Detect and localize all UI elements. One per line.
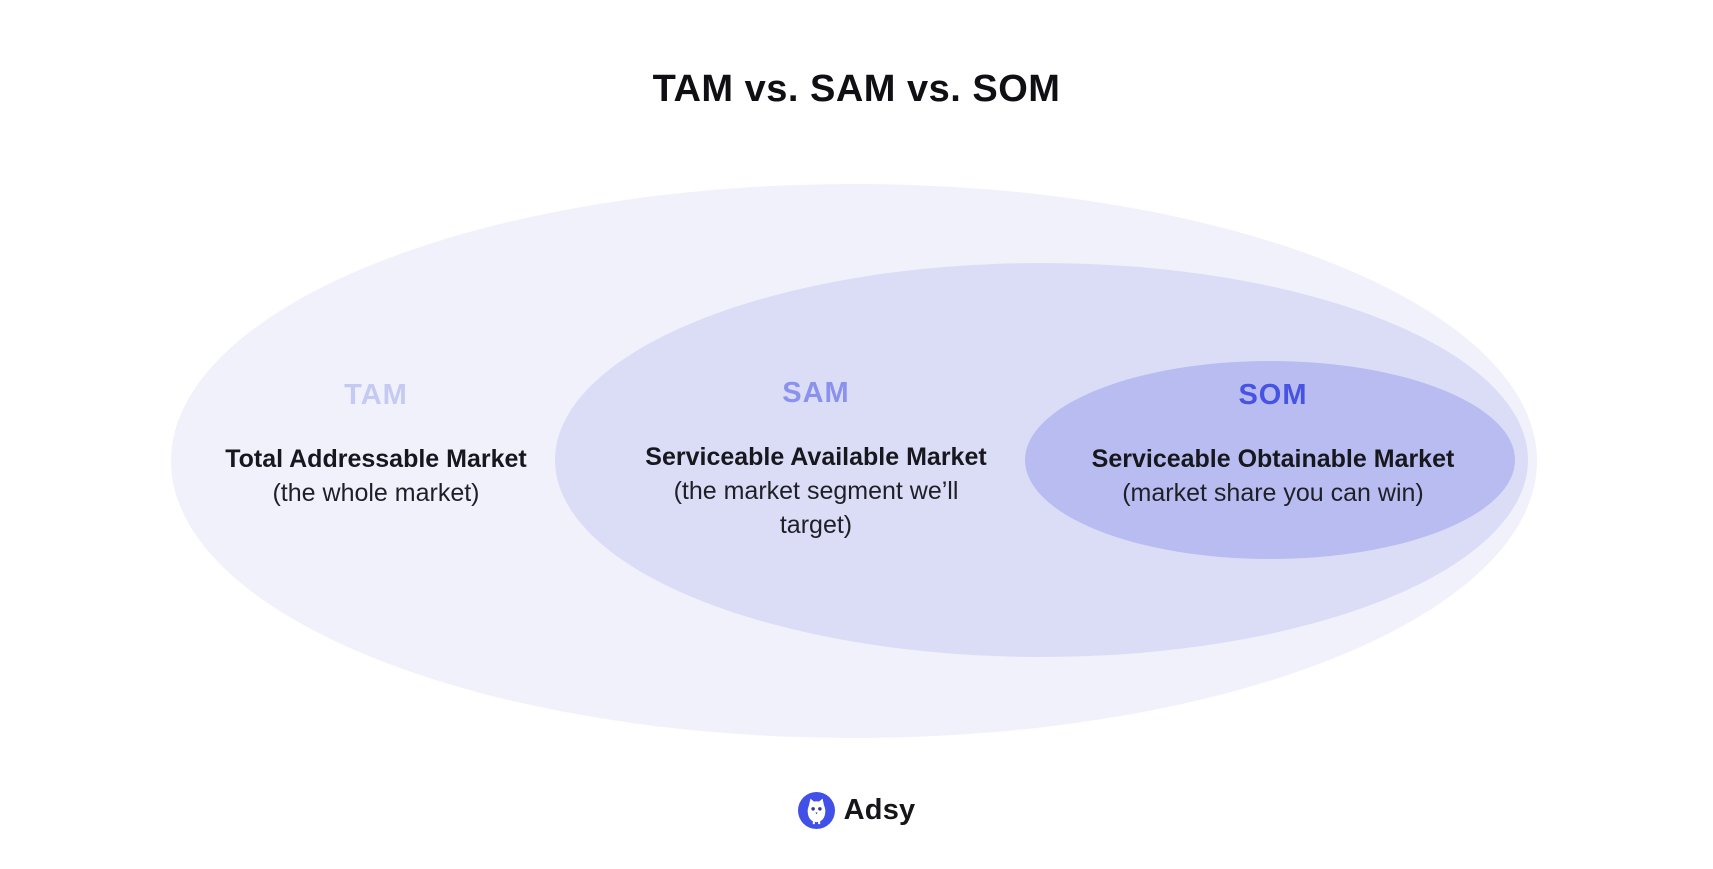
- owl-left-eye: [811, 807, 815, 811]
- page-title: TAM vs. SAM vs. SOM: [652, 68, 1061, 110]
- som-description: (market share you can win): [1122, 479, 1424, 507]
- som-label: SOM: [1238, 379, 1308, 411]
- tam-label: TAM: [344, 379, 408, 411]
- sam-label: SAM: [782, 377, 850, 409]
- tam-description: (the whole market): [272, 479, 480, 507]
- sam-name: Serviceable Available Market: [645, 443, 987, 471]
- tam-text-block: TAM Total Addressable Market (the whole …: [156, 380, 596, 510]
- som-text-block: SOM Serviceable Obtainable Market (marke…: [1053, 380, 1493, 510]
- owl-beak: [815, 812, 818, 815]
- som-name: Serviceable Obtainable Market: [1091, 445, 1455, 473]
- tam-name: Total Addressable Market: [225, 445, 527, 473]
- owl-icon: [797, 792, 835, 829]
- owl-right-eye: [817, 807, 822, 811]
- brand-footer: Adsy: [0, 792, 1713, 829]
- sam-description: (the market segment we’ll target): [673, 477, 959, 539]
- brand-name: Adsy: [843, 794, 916, 826]
- sam-text-block: SAM Serviceable Available Market (the ma…: [596, 378, 1036, 542]
- som-ellipse: [1025, 361, 1515, 559]
